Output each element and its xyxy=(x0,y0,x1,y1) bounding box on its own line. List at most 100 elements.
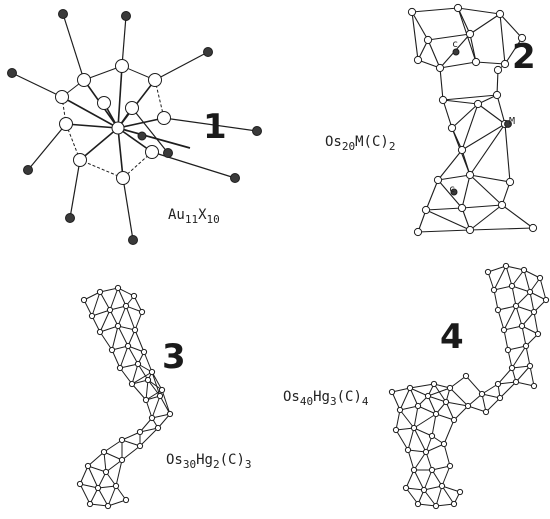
os40-cluster-atom xyxy=(428,466,436,474)
os40-cluster-atom xyxy=(522,342,530,350)
panel-number-3: 3 xyxy=(162,337,186,377)
osmium-atom xyxy=(447,123,457,133)
osmium-atom xyxy=(528,223,538,233)
os30-cluster-bond xyxy=(107,485,117,507)
os30-cluster-bond xyxy=(115,459,123,487)
os30-cluster-atom xyxy=(158,386,166,394)
ligand-atom xyxy=(128,235,138,245)
os40-cluster-atom xyxy=(420,486,428,494)
os40-cluster-bond xyxy=(511,345,527,369)
gold-atom xyxy=(115,59,129,73)
os30-cluster-atom xyxy=(136,442,144,450)
cage-edge xyxy=(79,159,124,179)
ligand-atom xyxy=(137,131,147,141)
os40-cluster-bond xyxy=(423,489,437,507)
os40-cluster-bond xyxy=(515,305,535,313)
os30-cluster-atom xyxy=(100,448,108,456)
formula-4-element-2: Hg xyxy=(313,389,330,405)
os30-cluster-bond xyxy=(119,367,133,385)
os30-cluster-bond xyxy=(117,325,129,347)
os30-cluster-bond xyxy=(131,363,139,385)
os40-cluster-bond xyxy=(497,367,513,385)
osmium-atom xyxy=(495,9,505,19)
os40-cluster-bond xyxy=(523,269,531,293)
os40-cluster-bond xyxy=(511,285,531,293)
os40-cluster-bond xyxy=(435,413,455,421)
os30-cluster-bond xyxy=(131,371,153,385)
os40-cluster-bond xyxy=(417,405,437,415)
os30-cluster-atom xyxy=(102,468,110,476)
os40-cluster-atom xyxy=(388,388,396,396)
osmium-atom xyxy=(413,227,423,237)
ligand-atom xyxy=(23,165,33,175)
os-os-bond xyxy=(469,204,503,231)
os30-cluster-bond xyxy=(151,395,161,419)
osmium-atom xyxy=(465,225,475,235)
os-os-bond xyxy=(411,11,419,61)
os40-cluster-bond xyxy=(505,265,513,287)
os40-cluster-bond xyxy=(511,269,525,287)
os-os-bond xyxy=(442,99,479,105)
os30-cluster-bond xyxy=(105,459,123,473)
os30-cluster-bond xyxy=(99,291,111,311)
os30-cluster-bond xyxy=(111,349,121,369)
os30-cluster-atom xyxy=(106,306,114,314)
os30-cluster-bond xyxy=(103,451,123,461)
os30-cluster-bond xyxy=(87,465,107,473)
os30-cluster-bond xyxy=(79,465,89,485)
osmium-atom xyxy=(433,175,443,185)
osmium-atom xyxy=(457,203,467,213)
osmium-atom xyxy=(421,205,431,215)
os40-cluster-atom xyxy=(508,364,516,372)
os40-cluster-atom xyxy=(494,380,502,388)
os40-cluster-bond xyxy=(515,291,531,307)
os-os-bond xyxy=(499,13,506,65)
os30-cluster-atom xyxy=(114,322,122,330)
os40-cluster-atom xyxy=(446,384,454,392)
os30-cluster-atom xyxy=(84,462,92,470)
formula-4-subscript-2: 3 xyxy=(329,395,337,408)
osmium-atom xyxy=(492,90,502,100)
os40-cluster-bond xyxy=(467,405,487,413)
os40-cluster-bond xyxy=(433,383,447,403)
osmium-atom xyxy=(465,29,475,39)
os40-cluster-bond xyxy=(407,449,415,471)
os30-cluster-atom xyxy=(131,326,139,334)
gold-atom xyxy=(116,171,130,185)
os40-cluster-bond xyxy=(413,405,419,429)
formula-3-subscript: 30 xyxy=(182,458,197,471)
os-os-bond xyxy=(411,11,429,41)
os-os-bond xyxy=(457,7,501,15)
os30-cluster-atom xyxy=(136,428,144,436)
carbide-atom xyxy=(452,48,460,56)
formula-1-subscript: 11 xyxy=(184,213,199,226)
os40-cluster-atom xyxy=(494,306,502,314)
os30-cluster-bond xyxy=(107,499,127,507)
os40-cluster-bond xyxy=(521,325,527,347)
os30-cluster-atom xyxy=(104,502,112,510)
os-os-bond xyxy=(461,123,506,151)
os40-cluster-atom xyxy=(504,346,512,354)
os40-cluster-bond xyxy=(493,289,499,311)
os30-cluster-atom xyxy=(122,496,130,504)
os-os-bond xyxy=(437,174,471,181)
gold-atom xyxy=(77,73,91,87)
os-os-bond xyxy=(461,174,471,209)
os40-cluster-bond xyxy=(427,395,437,415)
osmium-atom xyxy=(497,200,507,210)
os30-cluster-bond xyxy=(147,379,161,397)
os40-cluster-bond xyxy=(423,469,433,491)
os-os-bond xyxy=(499,13,523,39)
panel-number-1: 1 xyxy=(203,107,227,147)
os40-cluster-atom xyxy=(520,266,528,274)
os40-cluster-atom xyxy=(430,380,438,388)
os40-cluster-bond xyxy=(405,487,419,505)
os-os-bond xyxy=(475,61,506,65)
os-os-bond xyxy=(427,39,441,69)
os30-cluster-bond xyxy=(121,439,141,447)
ligand-bond xyxy=(163,117,258,132)
os40-cluster-bond xyxy=(487,271,495,291)
os-os-bond xyxy=(469,227,534,231)
os30-cluster-atom xyxy=(96,288,104,296)
os40-cluster-atom xyxy=(414,402,422,410)
